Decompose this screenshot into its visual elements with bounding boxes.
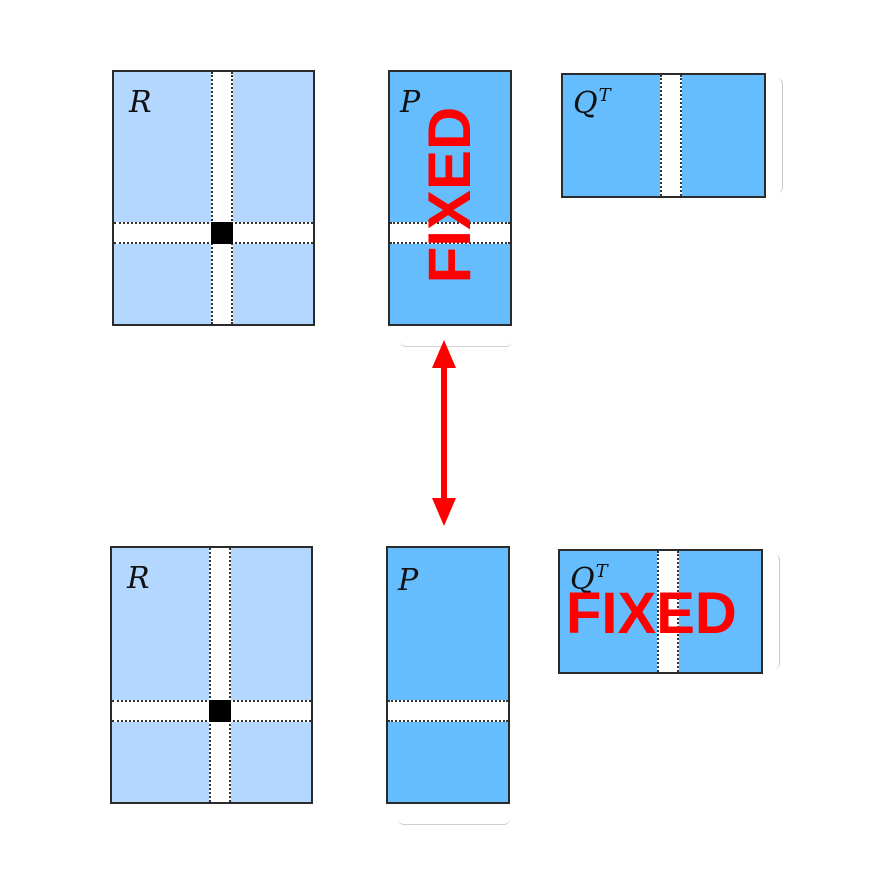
matrix-p-label: P [400, 85, 421, 120]
matrix-r-top: R [112, 70, 315, 326]
matrix-qt-label: QT [573, 87, 611, 119]
matrix-r-label: R [129, 85, 152, 120]
transpose-superscript: T [595, 561, 608, 582]
matrix-r-label: R [127, 561, 150, 596]
matrix-qt-bottom: QT [558, 549, 763, 674]
matrix-qt-top: QT [561, 73, 766, 198]
matrix-p-label: P [398, 563, 419, 598]
column-strip [660, 75, 682, 196]
column-strip [209, 548, 231, 802]
row-strip [388, 700, 508, 722]
brace-decoration [770, 78, 783, 193]
brace-decoration [398, 812, 510, 825]
selected-cell [209, 700, 231, 722]
fixed-label-qt: FIXED [566, 581, 737, 646]
matrix-p-bottom: P [386, 546, 510, 804]
brace-decoration [400, 334, 512, 347]
matrix-p-top: P [388, 70, 512, 326]
matrix-qt-letter: Q [573, 86, 598, 121]
fixed-label-p: FIXED [416, 106, 483, 284]
column-strip [211, 72, 233, 324]
column-strip [657, 551, 679, 672]
selected-cell [211, 222, 233, 244]
double-arrow [432, 340, 456, 526]
row-strip [390, 222, 510, 244]
matrix-qt-letter: Q [570, 562, 595, 597]
matrix-r-bottom: R [110, 546, 313, 804]
transpose-superscript: T [598, 85, 611, 106]
matrix-qt-label: QT [570, 563, 608, 595]
brace-decoration [767, 554, 780, 669]
